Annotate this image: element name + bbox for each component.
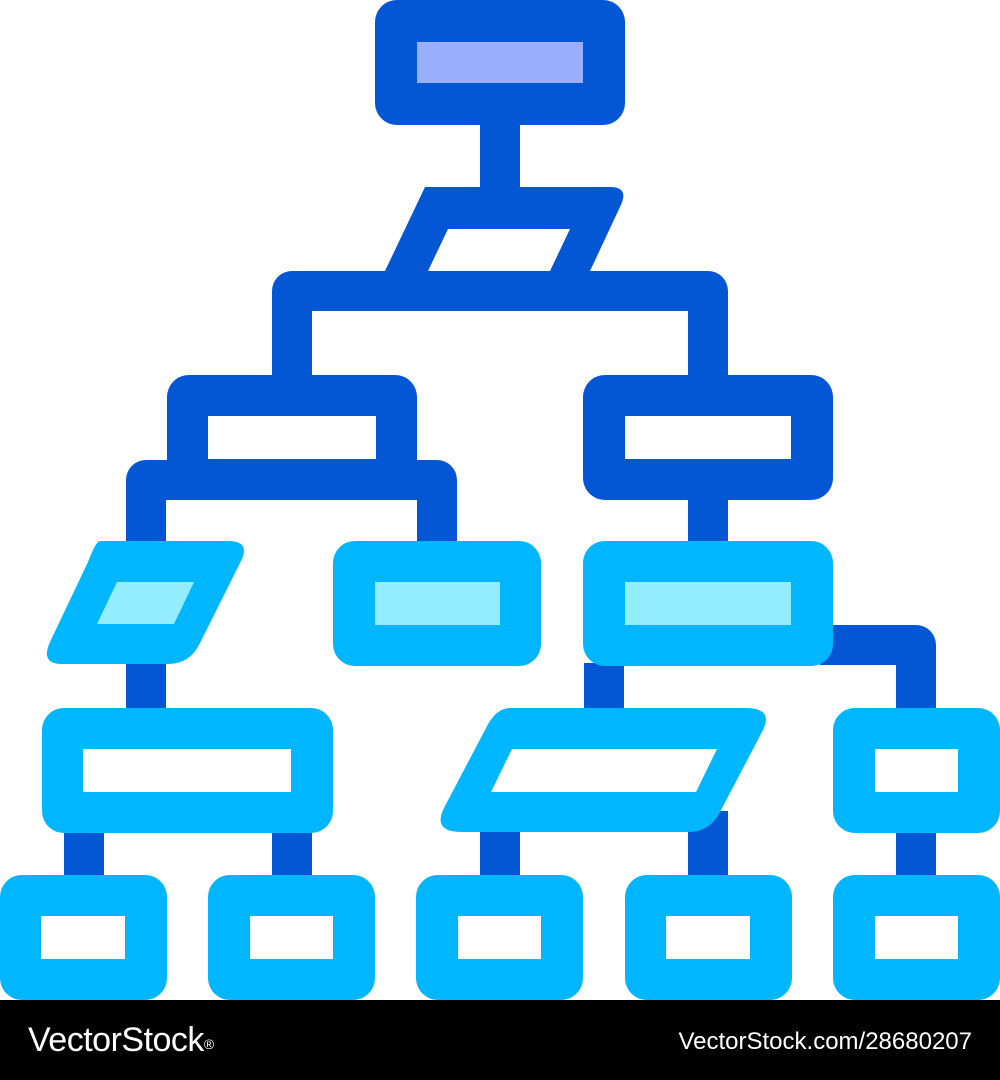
root-box [375,0,625,125]
connector-right-elbow [820,625,936,728]
leaf-box-2 [208,875,375,1000]
watermark-bar: VectorStock® VectorStock.com/28680207 [0,1000,1000,1080]
level1-left-box [167,375,417,500]
watermark-logo: VectorStock® [28,1016,214,1064]
level3-center-parallelogram [440,708,766,832]
registered-mark: ® [203,1036,214,1052]
level2-middle-box [333,541,541,666]
leaf-box-4 [625,875,792,1000]
leaf-box-3 [416,875,583,1000]
level3-left-box [42,708,333,833]
leaf-box-5 [833,875,1000,1000]
level2-right-box [583,541,833,666]
level3-right-box [833,708,1000,833]
watermark-brand: VectorStock [28,1021,204,1059]
connector-level1-split [272,271,728,396]
leaf-box-1 [0,875,167,1000]
level2-left-parallelogram [46,541,244,664]
level1-right-box [583,375,833,500]
decision-parallelogram-top [385,187,624,271]
hierarchy-flowchart-icon [0,0,1000,1000]
watermark-image-id: VectorStock.com/28680207 [678,1028,972,1055]
